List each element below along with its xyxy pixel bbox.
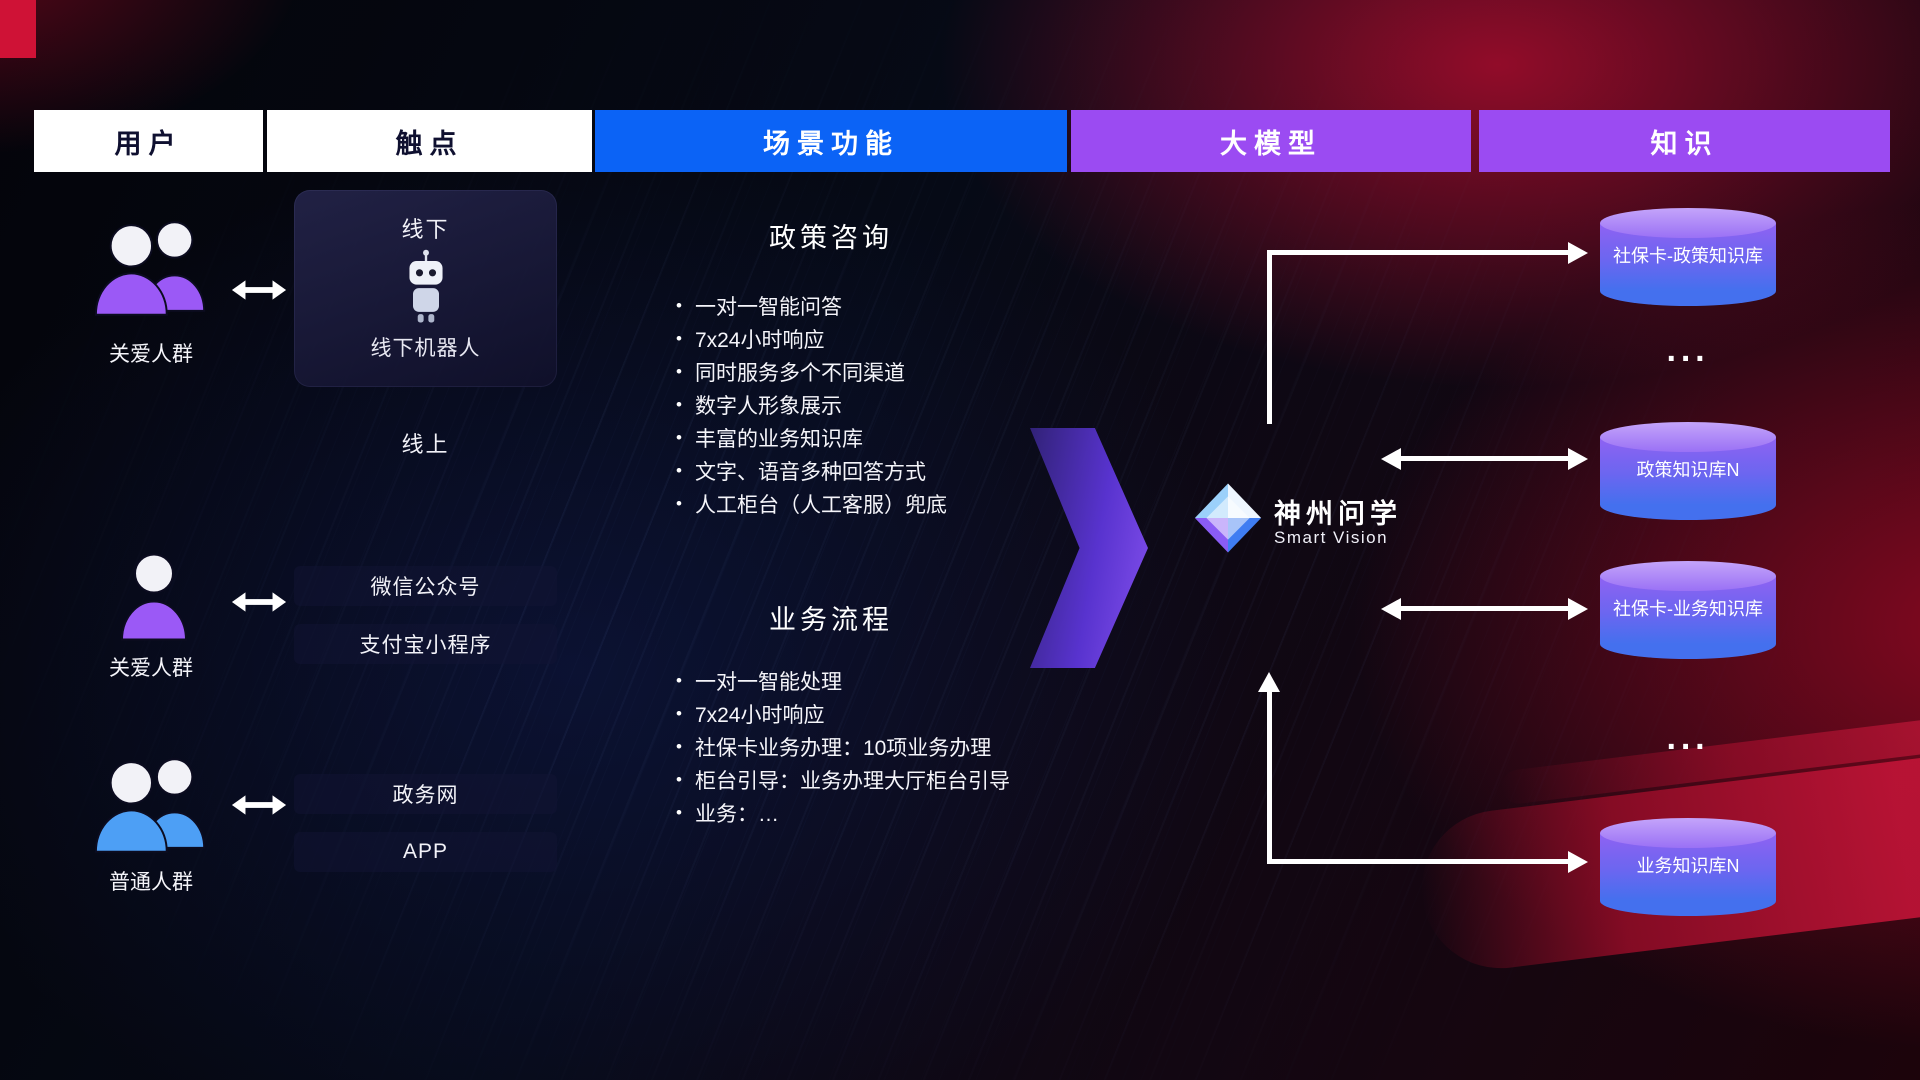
scenario-item: 数字人形象展示: [676, 388, 947, 421]
arrowhead-icon: [1568, 242, 1588, 264]
scenario-item: 一对一智能处理: [676, 664, 1010, 697]
header-col-users: 用户: [34, 110, 263, 172]
header-label: 大模型: [1220, 128, 1322, 159]
double-arrow-icon: [231, 795, 287, 815]
scenario-item-text: 社保卡业务办理：10项业务办理: [694, 736, 992, 760]
connector-line: [1399, 606, 1568, 611]
user-group-label: 关爱人群: [109, 657, 193, 680]
offline-title: 线下: [401, 217, 450, 242]
scenario-item-text: 7x24小时响应: [694, 703, 825, 727]
user-group-label: 关爱人群: [109, 343, 193, 366]
connector-line: [1267, 250, 1272, 424]
scenario-item: 业务：…: [676, 796, 1010, 829]
person-icon: [120, 553, 188, 641]
people-group-icon: [94, 221, 206, 316]
offline-robot-label: 线下机器人: [370, 337, 481, 360]
header-col-touchpoints: 触点: [267, 110, 592, 172]
scenario-item: 文字、语音多种回答方式: [676, 454, 947, 487]
knowledge-db-label: 业务知识库N: [1636, 856, 1740, 877]
arrowhead-icon: [1381, 598, 1401, 620]
model-name: 神州问学: [1274, 499, 1402, 529]
knowledge-db-label: 社保卡-政策知识库: [1613, 246, 1763, 267]
connector-line: [1267, 250, 1568, 255]
channel-gov-web: 政务网: [294, 774, 557, 814]
channel-wechat: 微信公众号: [294, 566, 557, 606]
connector-line: [1399, 456, 1568, 461]
database-cylinder: 社保卡-政策知识库: [1600, 208, 1776, 306]
scenario-item-text: 柜台引导：业务办理大厅柜台引导: [694, 769, 1010, 793]
knowledge-db-label: 政策知识库N: [1636, 460, 1740, 481]
scenario-item-text: 业务：…: [694, 802, 779, 826]
scenario-list-policy: 一对一智能问答 7x24小时响应 同时服务多个不同渠道 数字人形象展示 丰富的业…: [676, 289, 947, 520]
scenario-item: 人工柜台（人工客服）兜底: [676, 487, 947, 520]
arrowhead-icon: [1258, 672, 1280, 692]
scenario-item-text: 人工柜台（人工客服）兜底: [694, 493, 947, 517]
arrowhead-icon: [1568, 851, 1588, 873]
knowledge-db-label: 社保卡-业务知识库: [1613, 599, 1763, 620]
connector-line: [1267, 690, 1272, 864]
scenario-item: 同时服务多个不同渠道: [676, 355, 947, 388]
scenario-item-text: 同时服务多个不同渠道: [694, 361, 905, 385]
scenario-item-text: 一对一智能问答: [694, 295, 842, 319]
header-label: 知识: [1650, 128, 1719, 159]
ellipsis-text: ···: [1666, 728, 1710, 766]
cylinder-top: [1600, 818, 1776, 848]
scenario-title: 政策咨询: [769, 223, 893, 253]
scenario-title: 业务流程: [769, 605, 893, 635]
user-group-label: 普通人群: [109, 871, 193, 894]
scenario-item: 社保卡业务办理：10项业务办理: [676, 730, 1010, 763]
online-title: 线上: [401, 432, 450, 457]
model-subtitle: Smart Vision: [1274, 528, 1389, 547]
channel-app: APP: [294, 832, 557, 872]
header-label: 场景功能: [763, 128, 899, 159]
double-arrow-icon: [231, 592, 287, 612]
arrowhead-icon: [1381, 448, 1401, 470]
database-cylinder: 政策知识库N: [1600, 422, 1776, 520]
people-group-icon: [94, 758, 206, 853]
arrowhead-icon: [1568, 598, 1588, 620]
cylinder-top: [1600, 208, 1776, 238]
connector-line: [1267, 859, 1568, 864]
scenario-list-business: 一对一智能处理 7x24小时响应 社保卡业务办理：10项业务办理 柜台引导：业务…: [676, 664, 1010, 829]
scenario-item: 7x24小时响应: [676, 697, 1010, 730]
scenario-item: 柜台引导：业务办理大厅柜台引导: [676, 763, 1010, 796]
scenario-item: 一对一智能问答: [676, 289, 947, 322]
scenario-item-text: 数字人形象展示: [694, 394, 842, 418]
scenario-item-text: 文字、语音多种回答方式: [694, 460, 926, 484]
cylinder-top: [1600, 561, 1776, 591]
header-label: 用户: [114, 128, 183, 159]
scenario-item: 7x24小时响应: [676, 322, 947, 355]
header-col-scenarios: 场景功能: [595, 110, 1067, 172]
header-col-knowledge: 知识: [1479, 110, 1890, 172]
diamond-logo-icon: [1194, 483, 1262, 553]
channel-alipay: 支付宝小程序: [294, 624, 557, 664]
header-label: 触点: [395, 128, 464, 159]
database-cylinder: 社保卡-业务知识库: [1600, 561, 1776, 659]
offline-touchpoint-card: 线下 线下机器人: [294, 190, 557, 387]
background-red-corner: [0, 0, 36, 58]
cylinder-top: [1600, 422, 1776, 452]
ellipsis-text: ···: [1666, 340, 1710, 378]
scenario-item: 丰富的业务知识库: [676, 421, 947, 454]
scenario-item-text: 丰富的业务知识库: [694, 427, 863, 451]
header-col-model: 大模型: [1071, 110, 1471, 172]
scenario-item-text: 一对一智能处理: [694, 670, 842, 694]
database-cylinder: 业务知识库N: [1600, 818, 1776, 916]
double-arrow-icon: [231, 280, 287, 300]
robot-icon: [408, 249, 443, 323]
scenario-item-text: 7x24小时响应: [694, 328, 825, 352]
arrowhead-icon: [1568, 448, 1588, 470]
